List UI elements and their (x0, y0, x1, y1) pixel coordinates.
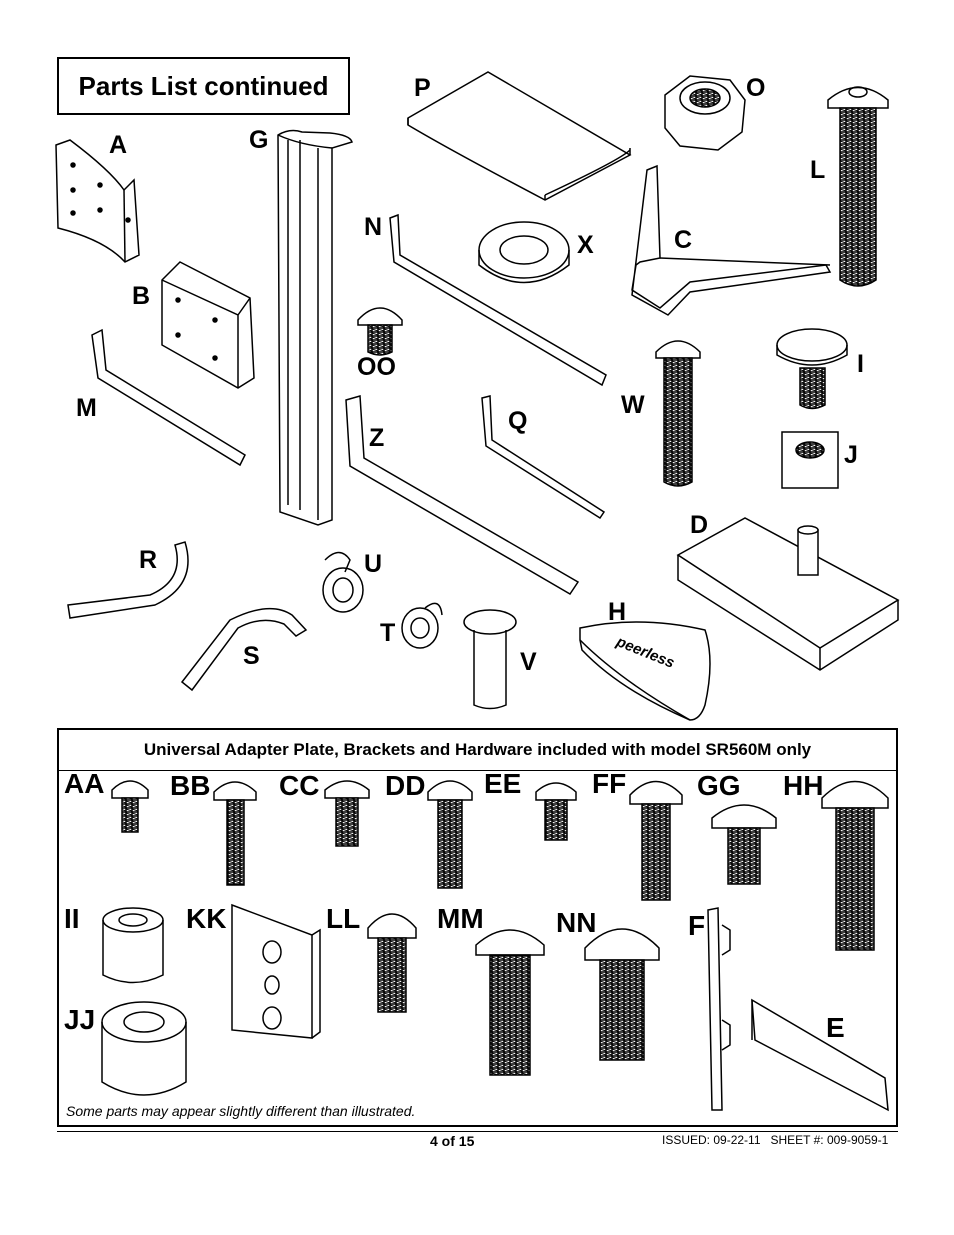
part-label-r: R (139, 546, 158, 574)
part-label-n: N (364, 213, 383, 241)
part-label-l: L (810, 156, 826, 184)
part-x-washer-drawing (478, 221, 570, 284)
part-m-hexkey-drawing (91, 328, 246, 467)
page-title-box: Parts List continued (57, 57, 350, 115)
part-oo-bolt-drawing (357, 307, 403, 356)
kit-label-gg: GG (697, 770, 741, 801)
part-label-w: W (621, 391, 645, 419)
part-label-j: J (844, 441, 858, 469)
kit-label-ee: EE (484, 768, 522, 799)
part-a-plate-drawing (55, 139, 140, 263)
part-label-h: H (608, 598, 627, 626)
kit-label-ll: LL (326, 903, 361, 934)
issued-sheet-info: ISSUED: 09-22-11 SHEET #: 009-9059-1 (662, 1133, 889, 1147)
part-n-hexkey-drawing (389, 213, 607, 387)
part-label-g: G (249, 126, 269, 154)
part-label-o: O (746, 74, 766, 102)
part-c-bracket-drawing (631, 164, 832, 316)
part-label-t: T (380, 619, 396, 647)
kit-label-jj: JJ (64, 1004, 96, 1035)
part-l-bolt-drawing (827, 86, 889, 287)
part-label-v: V (520, 648, 537, 676)
part-u-caster-drawing (322, 551, 364, 613)
kit-box: Universal Adapter Plate, Brackets and Ha… (57, 728, 898, 1127)
part-d-plate-drawing (676, 517, 900, 671)
part-s-rod-drawing (180, 607, 308, 692)
kit-label-ii: II (64, 903, 80, 934)
part-label-a: A (109, 131, 128, 159)
part-label-d: D (690, 511, 709, 539)
kit-label-f: F (688, 910, 706, 941)
kit-label-ff: FF (592, 768, 627, 799)
part-z-hexkey-drawing (345, 395, 580, 596)
part-g-column-drawing (277, 129, 353, 526)
kit-label-aa: AA (64, 768, 105, 799)
part-j-nut-drawing (781, 431, 839, 489)
kit-label-mm: MM (437, 903, 484, 934)
kit-header: Universal Adapter Plate, Brackets and Ha… (59, 730, 896, 771)
part-label-q: Q (508, 407, 528, 435)
part-label-m: M (76, 394, 97, 422)
kit-label-kk: KK (186, 903, 227, 934)
disclaimer-note: Some parts may appear slightly different… (66, 1103, 416, 1119)
part-v-spacer-drawing (463, 609, 517, 710)
part-t-caster-drawing (401, 602, 443, 649)
part-label-i: I (857, 350, 864, 378)
part-label-u: U (364, 550, 383, 578)
part-label-z: Z (369, 424, 385, 452)
page-number: 4 of 15 (430, 1133, 475, 1149)
part-label-c: C (674, 226, 693, 254)
kit-hardware-drawing (101, 780, 889, 1112)
part-w-bolt-drawing (655, 340, 701, 487)
kit-label-bb: BB (170, 770, 211, 801)
part-label-s: S (243, 642, 260, 670)
kit-label-nn: NN (556, 907, 597, 938)
part-q-hexkey-drawing (481, 395, 606, 520)
part-label-oo: OO (357, 353, 396, 381)
part-label-p: P (414, 74, 431, 102)
part-label-x: X (577, 231, 594, 259)
kit-label-e: E (826, 1012, 845, 1043)
kit-label-dd: DD (385, 770, 426, 801)
part-h-cap-drawing (579, 621, 711, 721)
kit-label-cc: CC (279, 770, 320, 801)
part-label-b: B (132, 282, 151, 310)
part-b-block-drawing (161, 261, 255, 389)
kit-label-hh: HH (783, 770, 824, 801)
part-o-nut-drawing (664, 75, 746, 151)
part-i-bolt-drawing (776, 328, 848, 410)
part-p-plate-drawing (407, 71, 632, 201)
page-title: Parts List continued (78, 70, 329, 101)
part-r-rod-drawing (67, 541, 189, 619)
footer-rule (57, 1131, 898, 1132)
